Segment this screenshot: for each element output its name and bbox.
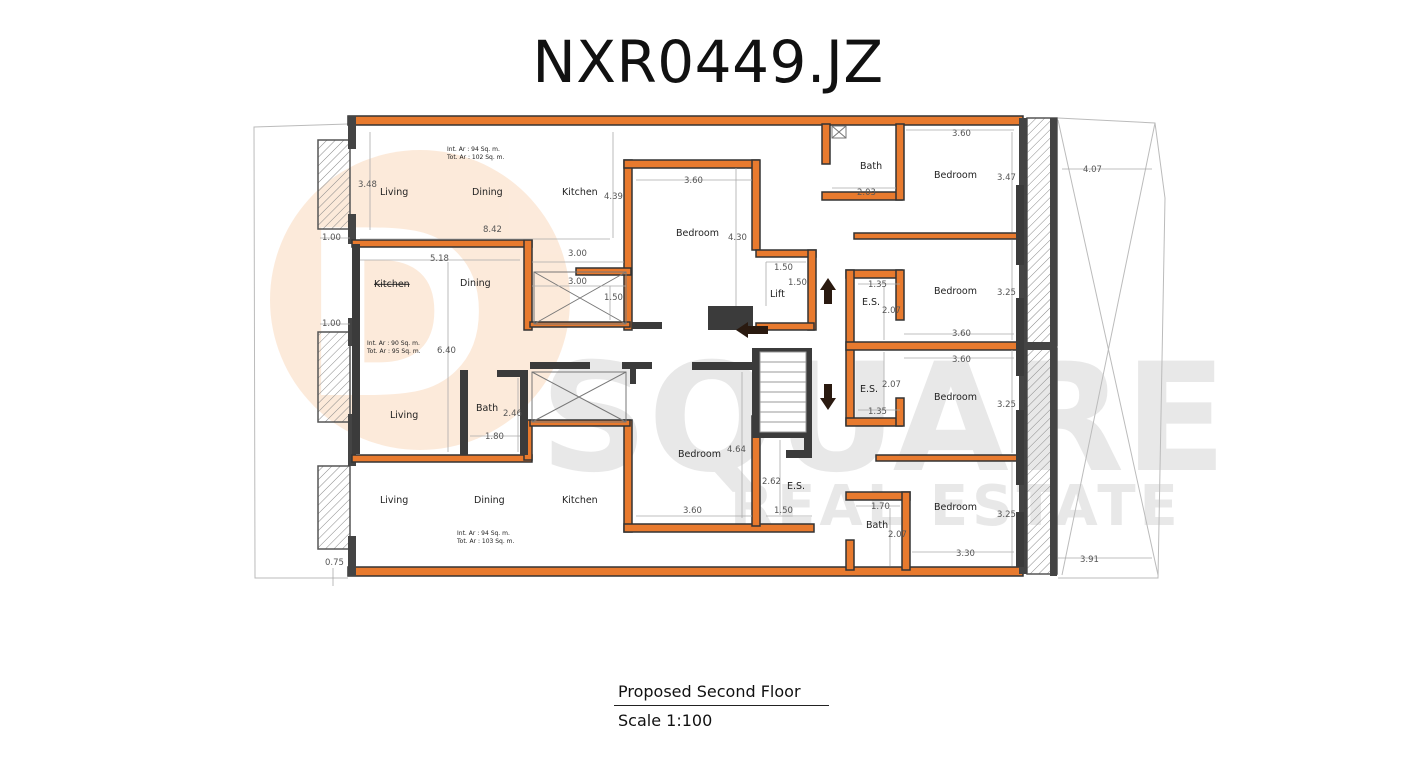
room-label-es-right-top: E.S. (862, 297, 880, 308)
arrow-down-icon (820, 384, 836, 410)
dim-label: 8.42 (483, 225, 502, 235)
dim-label: 1.35 (868, 280, 887, 290)
arrow-left-icon (736, 322, 768, 338)
dim-label: 2.03 (857, 188, 876, 198)
room-label-bath-right-top: Bath (860, 161, 882, 172)
dim-label: 3.25 (997, 400, 1016, 410)
caption-floor-name: Proposed Second Floor (614, 682, 829, 706)
dim-label: 1.50 (604, 293, 623, 303)
arrow-up-icon (820, 278, 836, 304)
room-label-kitchen-bottom: Kitchen (562, 495, 598, 506)
dim-label: 3.60 (683, 506, 702, 516)
room-label-dining-bottom: Dining (474, 495, 505, 506)
room-label-kitchen-top: Kitchen (562, 187, 598, 198)
dim-label: 4.64 (727, 445, 746, 455)
room-label-kitchen-mid: Kitchen (374, 279, 410, 290)
room-label-es-right-bottom: E.S. (860, 384, 878, 395)
dim-label: 2.07 (882, 306, 901, 316)
room-label-bedroom-center-bottom: Bedroom (678, 449, 721, 460)
dim-label: 4.39 (604, 192, 623, 202)
stairs (759, 351, 807, 433)
room-label-bath-right-bottom: Bath (866, 520, 888, 531)
dim-label: 4.07 (1083, 165, 1102, 175)
dim-label: 2.07 (882, 380, 901, 390)
dim-label: 5.18 (430, 254, 449, 264)
dim-label: 3.48 (358, 180, 377, 190)
tot-area-middle: Tot. Ar : 95 Sq. m. (366, 348, 421, 355)
dim-label: 3.60 (952, 129, 971, 139)
room-label-living-top: Living (380, 187, 408, 198)
site-outline (253, 117, 1166, 579)
room-label-living-bottom: Living (380, 495, 408, 506)
room-label-bedroom-right-4: Bedroom (934, 502, 977, 513)
dim-label: 3.91 (1080, 555, 1099, 565)
room-label-lift: Lift (770, 289, 785, 300)
circulation-arrows (736, 278, 836, 410)
dim-label: 3.60 (684, 176, 703, 186)
dim-label: 6.40 (437, 346, 456, 356)
dim-label: 1.50 (774, 506, 793, 516)
drawing-title: NXR0449.JZ (532, 28, 884, 96)
dim-label: 1.35 (868, 407, 887, 417)
area-labels: Int. Ar : 94 Sq. m. Tot. Ar : 102 Sq. m.… (366, 146, 515, 545)
dim-label: 1.80 (485, 432, 504, 442)
dim-label: 3.60 (952, 329, 971, 339)
dim-label: 1.00 (322, 233, 341, 243)
int-area-bottom: Int. Ar : 94 Sq. m. (457, 530, 510, 537)
drawing-caption: Proposed Second Floor Scale 1:100 (614, 682, 829, 730)
dim-label: 3.60 (952, 355, 971, 365)
dim-label: 1.50 (774, 263, 793, 273)
dim-label: 3.25 (997, 288, 1016, 298)
dim-label: 3.25 (997, 510, 1016, 520)
dim-label: 2.07 (888, 530, 907, 540)
room-labels: Living Dining Kitchen Bedroom Kitchen Di… (374, 161, 977, 531)
dimension-lines (320, 129, 1152, 586)
room-label-bedroom-right-3: Bedroom (934, 392, 977, 403)
dim-label: 3.30 (956, 549, 975, 559)
dim-label: 2.62 (762, 477, 781, 487)
dim-label: 1.00 (322, 319, 341, 329)
dark-walls (352, 185, 1024, 567)
room-label-living-mid: Living (390, 410, 418, 421)
dim-label: 1.50 (788, 278, 807, 288)
room-label-bedroom-center-top: Bedroom (676, 228, 719, 239)
dim-label: 1.70 (871, 502, 890, 512)
room-label-bedroom-right-2: Bedroom (934, 286, 977, 297)
dim-label: 3.00 (568, 249, 587, 259)
caption-scale: Scale 1:100 (618, 711, 713, 730)
dim-label: 0.75 (325, 558, 344, 568)
room-label-dining-mid: Dining (460, 278, 491, 289)
shafts (531, 125, 847, 423)
int-area-top: Int. Ar : 94 Sq. m. (447, 146, 500, 153)
room-label-bedroom-right-1: Bedroom (934, 170, 977, 181)
room-label-bath-mid: Bath (476, 403, 498, 414)
dim-label: 2.46 (503, 409, 522, 419)
room-label-dining-top: Dining (472, 187, 503, 198)
dim-label: 3.00 (568, 277, 587, 287)
int-area-middle: Int. Ar : 90 Sq. m. (367, 340, 420, 347)
tot-area-bottom: Tot. Ar : 103 Sq. m. (456, 538, 515, 545)
dim-label: 3.47 (997, 173, 1016, 183)
room-label-es-stair: E.S. (787, 481, 805, 492)
dimension-labels: 3.48 1.00 8.42 4.39 3.60 4.30 3.00 5.18 … (322, 129, 1102, 568)
dim-label: 4.30 (728, 233, 747, 243)
tot-area-top: Tot. Ar : 102 Sq. m. (446, 154, 505, 161)
watermark: D SQUARE REAL ESTATE (270, 150, 1227, 539)
